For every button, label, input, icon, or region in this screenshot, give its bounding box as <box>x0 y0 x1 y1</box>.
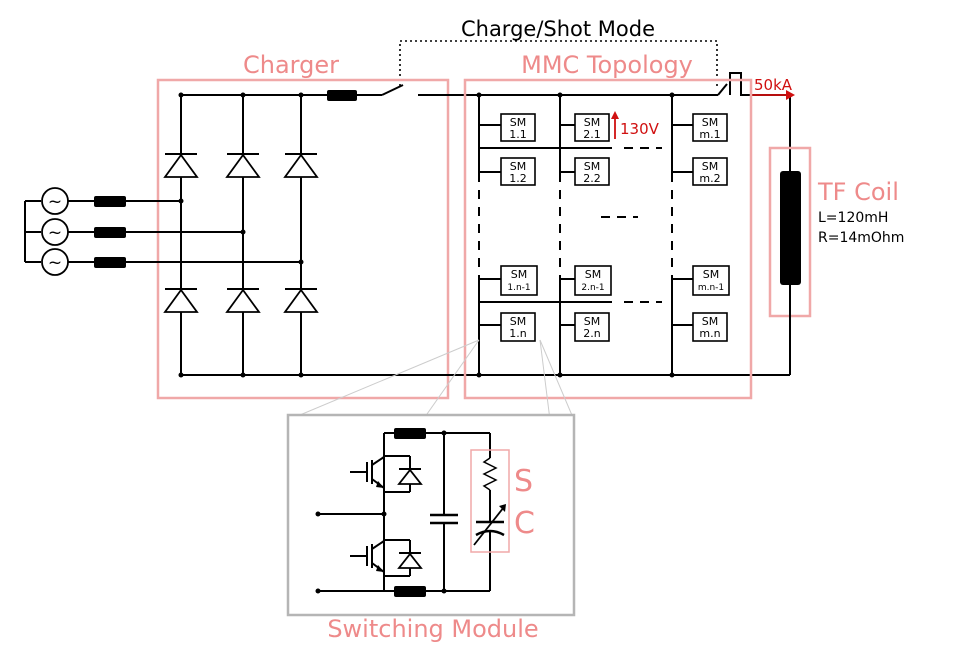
switching-module-label: Switching Module <box>327 615 538 643</box>
charger-box <box>156 78 450 400</box>
sc-resistor-icon <box>482 457 498 491</box>
ac-symbol-2: ~ <box>48 223 62 243</box>
svg-text:SM: SM <box>584 160 600 173</box>
svg-text:2.1: 2.1 <box>583 128 601 141</box>
mmc-wiring <box>476 92 693 378</box>
svg-text:SM: SM <box>510 160 526 173</box>
submodule-2-2: SM 2.2 <box>574 157 610 186</box>
submodule-m-n-1: SM m.n-1 <box>692 265 730 296</box>
mmc-topology-label: MMC Topology <box>521 51 693 79</box>
line-inductor-2 <box>94 227 126 238</box>
svg-text:SM: SM <box>702 116 718 129</box>
ac-symbol-3: ~ <box>48 253 62 273</box>
current-arrowhead-icon <box>786 90 795 100</box>
sc-box <box>470 449 510 553</box>
ac-symbol-1: ~ <box>48 192 62 212</box>
sm-inductor-top <box>394 428 426 439</box>
diode-lower-1 <box>163 288 199 313</box>
diode-lower-2 <box>225 288 261 313</box>
sc-label-c: C <box>514 506 535 541</box>
charger-bridge <box>163 90 790 378</box>
svg-text:m.n: m.n <box>699 327 720 340</box>
current-label: 50kA <box>754 76 793 94</box>
svg-text:m.2: m.2 <box>699 172 720 185</box>
igbt-upper-icon <box>350 456 385 489</box>
submodule-2-n-1: SM 2.n-1 <box>574 265 612 296</box>
svg-text:SM: SM <box>584 315 600 328</box>
svg-text:1.2: 1.2 <box>509 172 527 185</box>
charger-label: Charger <box>243 51 339 79</box>
voltage-arrowhead-icon <box>611 111 619 119</box>
sm-inductor-bottom <box>394 586 426 597</box>
switching-module-circuit <box>315 428 506 597</box>
submodule-1-1: SM 1.1 <box>500 113 536 142</box>
svg-text:m.1: m.1 <box>699 128 720 141</box>
switching-module-box <box>286 413 576 617</box>
charge-switch <box>381 84 718 96</box>
svg-text:2.n-1: 2.n-1 <box>581 283 604 293</box>
variable-capacitor-arrow <box>473 506 505 546</box>
diode-upper-2 <box>225 153 261 178</box>
svg-text:SM: SM <box>702 315 718 328</box>
tf-coil-label: TF Coil <box>817 178 899 206</box>
freewheel-diode-lower-icon <box>384 539 423 577</box>
svg-text:m.n-1: m.n-1 <box>698 283 724 293</box>
submodule-1-n: SM 1.n <box>500 312 536 342</box>
shot-switch <box>717 72 791 172</box>
svg-text:SM: SM <box>584 116 600 129</box>
submodule-2-n: SM 2.n <box>574 312 610 342</box>
submodule-m-n: SM m.n <box>692 312 728 342</box>
charge-shot-mode-label: Charge/Shot Mode <box>461 17 655 41</box>
line-inductor-1 <box>94 196 126 207</box>
mmc-topology-box <box>463 78 753 400</box>
submodule-m-2: SM m.2 <box>692 157 728 186</box>
freewheel-diode-upper-icon <box>384 455 423 493</box>
ac-sources: ~ ~ ~ <box>24 187 301 276</box>
diode-lower-3 <box>283 288 319 313</box>
svg-text:2.2: 2.2 <box>583 172 601 185</box>
svg-text:SM: SM <box>585 268 601 281</box>
line-inductor-3 <box>94 257 126 268</box>
svg-text:SM: SM <box>703 268 719 281</box>
diode-upper-1 <box>163 153 199 178</box>
tf-coil-inductor <box>780 171 801 285</box>
voltage-label: 130V <box>620 120 660 138</box>
submodule-2-1: SM 2.1 <box>574 113 610 142</box>
svg-text:1.1: 1.1 <box>509 128 527 141</box>
svg-text:SM: SM <box>702 160 718 173</box>
svg-text:SM: SM <box>510 116 526 129</box>
diode-upper-3 <box>283 153 319 178</box>
sc-label-s: S <box>514 464 533 499</box>
svg-text:SM: SM <box>511 268 527 281</box>
svg-text:SM: SM <box>510 315 526 328</box>
igbt-lower-icon <box>350 540 385 573</box>
tf-coil-inductance: L=120mH <box>818 210 888 226</box>
zoom-line-left-top <box>287 339 480 421</box>
svg-text:2.n: 2.n <box>583 327 600 340</box>
charger-inductor <box>327 90 357 101</box>
svg-text:1.n: 1.n <box>509 327 526 340</box>
submodule-1-2: SM 1.2 <box>500 157 536 186</box>
submodule-1-n-1: SM 1.n-1 <box>500 265 538 296</box>
tf-coil-resistance: R=14mOhm <box>818 230 904 246</box>
zoom-line-right-top <box>539 339 575 421</box>
svg-text:1.n-1: 1.n-1 <box>507 283 530 293</box>
submodule-m-1: SM m.1 <box>692 113 728 142</box>
